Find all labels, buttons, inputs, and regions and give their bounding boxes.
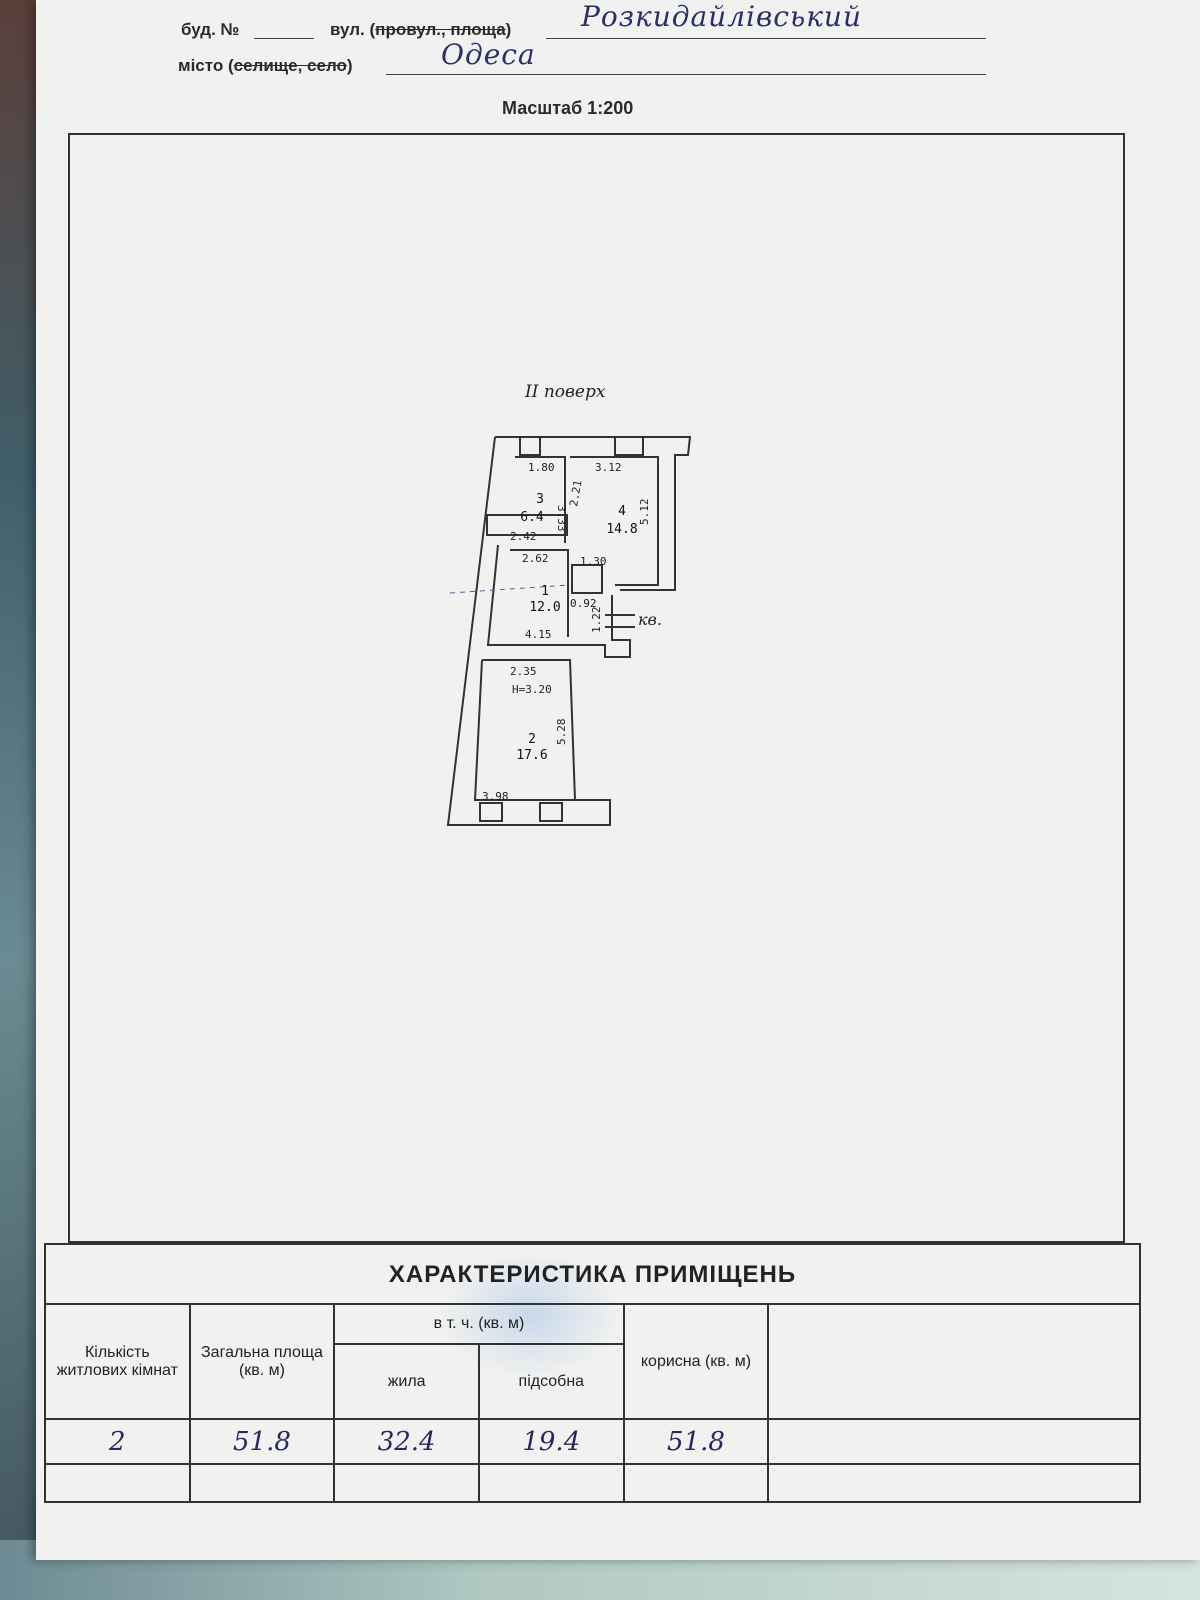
dim-label: 1.30 — [580, 555, 607, 568]
cell-empty — [622, 1463, 770, 1503]
dim-label: 3.12 — [595, 461, 622, 474]
table-title: ХАРАКТЕРИСТИКА ПРИМІЩЕНЬ — [44, 1243, 1141, 1303]
plan-frame — [68, 133, 1125, 1243]
street-label: вул. (провул., площа) — [330, 20, 512, 39]
dim-label: 5.28 — [555, 719, 568, 746]
cell-rooms: 2 — [44, 1418, 191, 1465]
dim-label: 2.42 — [510, 530, 537, 543]
dim-label: 2.21 — [567, 479, 584, 507]
street-line — [546, 38, 986, 39]
street-value: Розкидайлівський — [581, 0, 862, 33]
table-row — [44, 1463, 1141, 1503]
dim-label: 3.33 — [555, 505, 568, 532]
floor-label: II поверх — [524, 382, 606, 402]
cell-empty — [767, 1463, 1141, 1503]
dim-label: 0.92 — [570, 597, 597, 610]
cell-empty — [333, 1463, 480, 1503]
dim-label: 1.22 — [590, 607, 603, 634]
header-total-area: Загальна площа (кв. м) — [188, 1303, 336, 1420]
dim-label: 2.62 — [522, 552, 549, 565]
floor-plan: 1.80 3.12 3.33 2.21 5.12 2.42 2.62 1.30 … — [446, 382, 692, 826]
building-label: буд. № — [181, 20, 240, 39]
scale-label: Масштаб 1:200 — [502, 98, 634, 118]
dim-label: 1.80 — [528, 461, 555, 474]
cell-auxiliary: 19.4 — [477, 1418, 625, 1465]
outer-wall-top — [495, 436, 692, 591]
room-area: 6.4 — [520, 510, 544, 525]
header-rooms-count: Кількість житлових кімнат — [44, 1303, 191, 1420]
cell-useful: 51.8 — [622, 1418, 770, 1465]
table-row: 2 51.8 32.4 19.4 51.8 — [44, 1418, 1141, 1465]
room-area: 14.8 — [606, 522, 637, 537]
document-sheet: буд. № вул. (провул., площа) Розкидайлів… — [36, 0, 1200, 1560]
room-number: 1 — [541, 584, 549, 599]
building-number-line — [254, 38, 314, 39]
header-auxiliary: підсобна — [477, 1343, 625, 1420]
header-useful: корисна (кв. м) — [622, 1303, 770, 1420]
room-number: 4 — [618, 504, 626, 519]
dim-label: 3.98 — [482, 790, 509, 803]
dim-label: 2.35 — [510, 665, 537, 678]
cell-total: 51.8 — [188, 1418, 336, 1465]
city-value: Одеса — [441, 38, 536, 71]
cell-empty — [477, 1463, 625, 1503]
header-living: жила — [333, 1343, 480, 1420]
cell-empty — [188, 1463, 336, 1503]
entry-arrow — [449, 584, 571, 594]
city-label: місто (селище, село) — [178, 56, 353, 75]
room-number: 2 — [528, 732, 536, 747]
dim-label: 5.12 — [638, 499, 651, 526]
room-area: 17.6 — [516, 748, 547, 763]
apartment-marker: кв. — [638, 610, 662, 629]
header-including: в т. ч. (кв. м) — [333, 1303, 625, 1345]
dim-label: 4.15 — [525, 628, 552, 641]
cell-empty — [767, 1418, 1141, 1465]
cell-living: 32.4 — [333, 1418, 480, 1465]
dim-label: H=3.20 — [512, 683, 552, 696]
city-line — [386, 74, 986, 75]
header-empty — [767, 1303, 1141, 1420]
room-number: 3 — [536, 492, 544, 507]
room-area: 12.0 — [529, 600, 560, 615]
cell-empty — [44, 1463, 191, 1503]
characteristics-table: Кількість житлових кімнат Загальна площа… — [44, 1303, 1141, 1503]
